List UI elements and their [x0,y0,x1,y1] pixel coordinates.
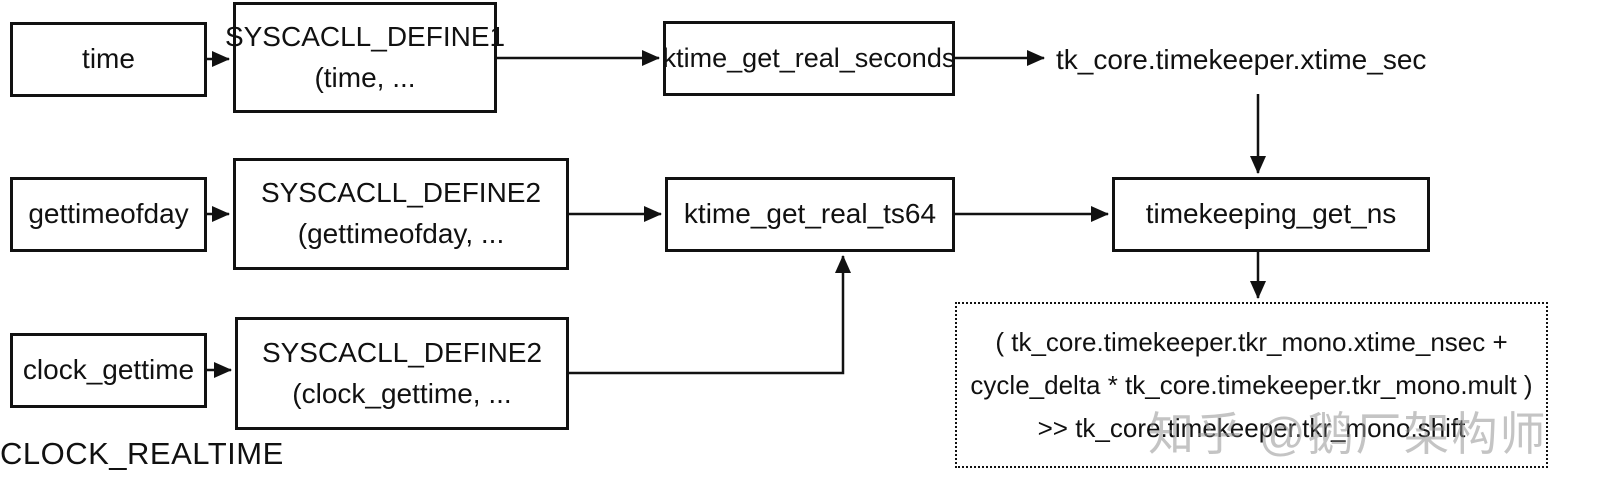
node-time: time [10,22,207,97]
node-gettimeofday: gettimeofday [10,177,207,252]
node-syscall-define1-line1: SYSCACLL_DEFINE1 [224,20,506,52]
formula-line1: ( tk_core.timekeeper.tkr_mono.xtime_nsec… [995,326,1508,357]
node-syscall-define2-gettimeofday: SYSCACLL_DEFINE2 (gettimeofday, ... [233,158,569,270]
node-ktime-get-real-ts64: ktime_get_real_ts64 [665,177,955,252]
node-ktime-get-real-seconds: ktime_get_real_seconds [663,21,955,96]
formula-line3: >> tk_core.timekeeper.tkr_mono.shift [1037,412,1466,443]
node-timekeeping-get-ns: timekeeping_get_ns [1112,177,1430,252]
node-gettimeofday-label: gettimeofday [28,198,189,230]
node-formula-box: ( tk_core.timekeeper.tkr_mono.xtime_nsec… [955,302,1548,468]
node-clock-gettime-label: clock_gettime [22,354,195,386]
node-ktime-get-real-ts64-label: ktime_get_real_ts64 [683,198,937,230]
label-xtime-sec: tk_core.timekeeper.xtime_sec [1056,44,1427,75]
node-ktime-get-real-seconds-label: ktime_get_real_seconds [662,42,956,73]
node-clock-gettime: clock_gettime [10,333,207,408]
node-syscall-define2-gettimeofday-line1: SYSCACLL_DEFINE2 [260,177,542,209]
node-timekeeping-get-ns-label: timekeeping_get_ns [1145,198,1397,230]
node-time-label: time [82,43,135,75]
label-clock-realtime: CLOCK_REALTIME [0,436,284,471]
node-syscall-define2-clock-gettime: SYSCACLL_DEFINE2 (clock_gettime, ... [235,317,569,430]
node-syscall-define2-clock-gettime-line2: (clock_gettime, ... [292,377,512,409]
formula-line2: cycle_delta * tk_core.timekeeper.tkr_mon… [970,369,1533,400]
node-syscall-define1: SYSCACLL_DEFINE1 (time, ... [225,2,505,113]
arrow-define2-clock-gettime-up-to-ts64 [569,255,851,375]
node-syscall-define1-line2: (time, ... [314,61,416,93]
node-syscall-define2-clock-gettime-line1: SYSCACLL_DEFINE2 [261,336,543,368]
node-syscall-define2-gettimeofday-line2: (gettimeofday, ... [297,218,505,249]
